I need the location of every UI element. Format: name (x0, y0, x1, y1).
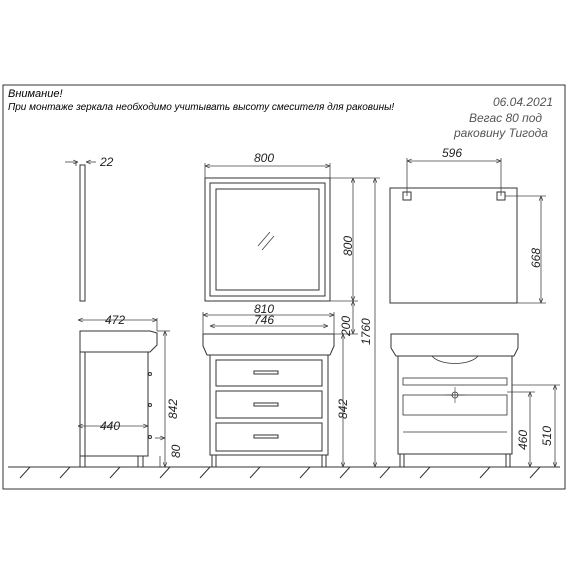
side-dimensions (65, 162, 170, 467)
dim-front-height: 842 (336, 399, 350, 419)
dim-cabinet-width: 746 (254, 313, 274, 327)
dim-back-outer-height: 510 (540, 426, 554, 446)
drawer-3 (215, 422, 323, 452)
side-cabinet (79, 351, 149, 457)
dim-cabinet-depth: 440 (100, 419, 120, 433)
back-dimensions (406, 158, 560, 467)
notice-text: При монтаже зеркала необходимо учитывать… (8, 102, 395, 113)
side-leg (137, 455, 144, 468)
drawing-date: 06.04.2021 (493, 95, 554, 109)
dim-side-height: 842 (166, 399, 180, 419)
drawer-handle (253, 434, 279, 439)
dim-total-height: 1760 (359, 318, 373, 345)
back-cabinet (397, 355, 513, 455)
dim-gap-height: 200 (339, 316, 353, 337)
dim-mirror-height: 800 (341, 236, 355, 256)
back-sink (390, 333, 519, 357)
dim-sink-width: 810 (254, 302, 274, 316)
back-mirror (389, 187, 518, 304)
dim-side-mirror-depth: 22 (99, 155, 114, 169)
front-leg (211, 454, 217, 468)
dim-sink-depth: 472 (105, 313, 125, 327)
notice-title: Внимание! (8, 88, 63, 100)
drawer-2 (215, 390, 323, 419)
front-mirror-frame (204, 177, 331, 302)
front-sink (202, 333, 335, 356)
floor-line (8, 466, 560, 479)
front-leg (321, 454, 327, 468)
model-name-line-2: раковину Тигода (454, 126, 548, 140)
front-dimensions (202, 163, 380, 467)
back-leg (505, 453, 511, 468)
dim-back-inner-height: 460 (516, 430, 530, 450)
side-sink (79, 330, 158, 353)
dim-mount-spacing: 596 (442, 146, 462, 160)
drawer-handle (253, 370, 279, 375)
side-mirror (79, 164, 86, 302)
dim-leg-height: 80 (169, 444, 183, 458)
back-view (389, 187, 519, 468)
dim-mirror-width: 800 (254, 151, 274, 165)
model-name-line-1: Вегас 80 под (469, 111, 543, 125)
back-leg (399, 453, 405, 468)
sheet-frame (2, 84, 566, 490)
dim-mount-height: 668 (529, 248, 543, 268)
front-cabinet (209, 354, 329, 456)
side-leg (79, 455, 86, 468)
front-mirror-glass (215, 188, 320, 291)
drawer-handle (253, 402, 279, 407)
side-view (75, 162, 158, 468)
drawer-1 (215, 359, 323, 387)
front-view (202, 177, 335, 468)
